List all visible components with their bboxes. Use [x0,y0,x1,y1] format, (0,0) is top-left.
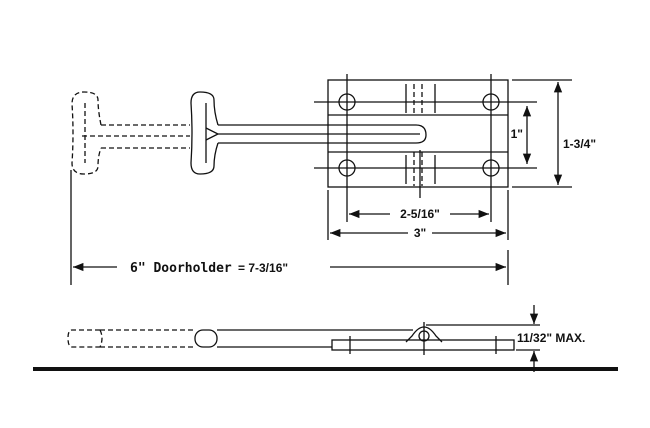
dimension-1in: 1" [511,106,532,164]
dimension-overall-length: 6" Doorholder = 7-3/16" [70,170,509,285]
label-doorholder: 6" Doorholder [130,261,232,276]
dimension-plate-width: 3" [327,190,509,240]
label-plate-height: 1-3/4" [563,137,596,151]
label-plate-width: 3" [414,226,426,240]
label-overall-length: = 7-3/16" [238,261,288,275]
label-max-height: 11/32" MAX. [517,331,585,345]
mounting-holes [314,74,537,222]
dimension-plate-height: 1-3/4" [512,79,596,188]
hook [190,91,427,175]
label-1in: 1" [511,127,523,141]
dimension-hole-spacing: 2-5/16" [349,206,489,221]
mounting-plate [327,79,509,188]
label-hole-spacing: 2-5/16" [400,207,440,221]
side-view: 11/32" MAX. [67,305,585,372]
hook-ghost-position [71,91,190,175]
